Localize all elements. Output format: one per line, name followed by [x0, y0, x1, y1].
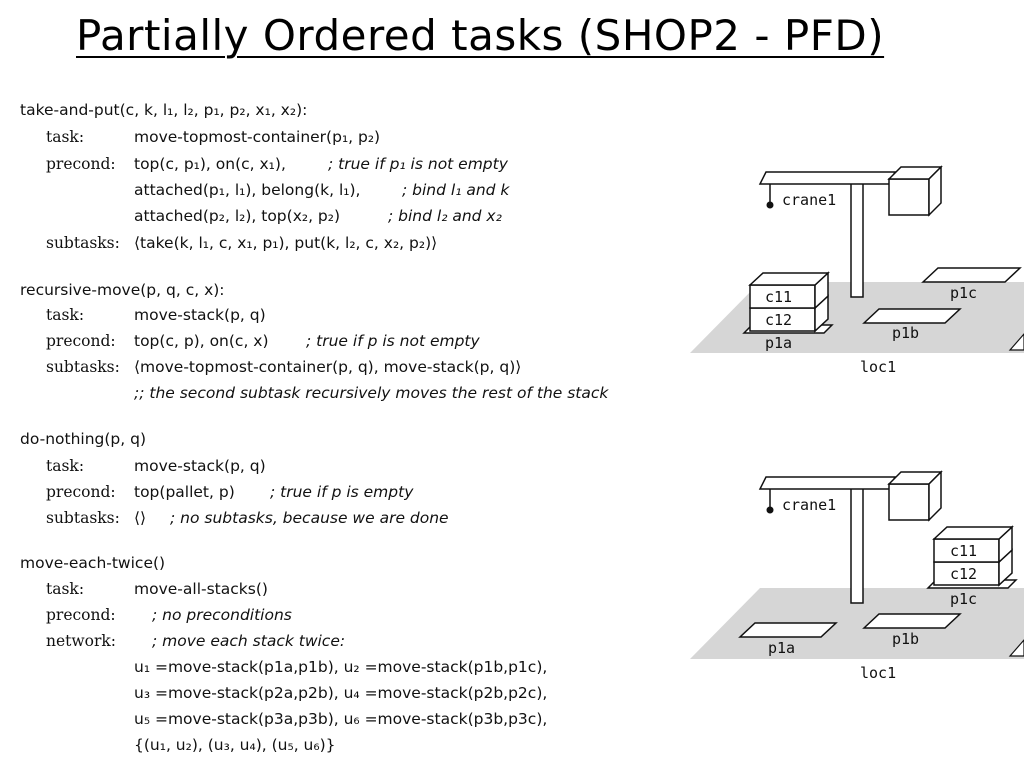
crane-label: crane1 — [782, 496, 836, 514]
field-label: network: — [46, 632, 117, 650]
container-label-c12: c12 — [765, 311, 792, 329]
method-header: take-and-put(c, k, l₁, l₂, p₁, p₂, x₁, x… — [20, 101, 308, 119]
task-value: move-all-stacks() — [134, 580, 268, 598]
pallet-p1b — [862, 308, 962, 324]
crane-hook-icon — [766, 506, 774, 514]
pallet-p1c — [921, 267, 1022, 283]
method-header: recursive-move(p, q, c, x): — [20, 281, 225, 299]
crane-boom — [758, 476, 897, 490]
crane-mast — [850, 484, 864, 604]
field-label: subtasks: — [46, 358, 120, 376]
crane-cab-side — [928, 165, 942, 217]
field-label: task: — [46, 457, 85, 475]
subtasks-comment: ; no subtasks, because we are done — [170, 509, 449, 527]
field-label: precond: — [46, 606, 116, 624]
task-value: move-topmost-container(p₁, p₂) — [134, 128, 381, 146]
precond-comment: ; bind l₂ and x₂ — [388, 207, 502, 225]
pallet-p1a — [738, 622, 838, 638]
method-header: do-nothing(p, q) — [20, 430, 147, 448]
crane-cab — [888, 483, 930, 521]
pallet-label-p1b: p1b — [892, 630, 919, 648]
pallet-label-p1b: p1b — [892, 324, 919, 342]
floor-bottom — [690, 588, 1024, 659]
precond-line: top(c, p₁), on(c, x₁), — [134, 155, 286, 173]
precond-comment: ; true if p is empty — [270, 483, 414, 501]
precond-comment: ; bind l₁ and k — [402, 181, 510, 199]
field-label: precond: — [46, 483, 116, 501]
next-floor-top — [1008, 333, 1024, 351]
crane-hook-icon — [766, 201, 774, 209]
subtasks-value: ⟨⟩ — [134, 509, 147, 527]
container-top-c11 — [932, 526, 1014, 540]
network-line: u₁ =move-stack(p1a,p1b), u₂ =move-stack(… — [134, 658, 548, 676]
crane-cab-side — [928, 470, 942, 522]
crane-label: crane1 — [782, 191, 836, 209]
next-floor-bottom — [1008, 639, 1024, 657]
precond-line: top(pallet, p) — [134, 483, 235, 501]
field-label: precond: — [46, 332, 116, 350]
field-label: task: — [46, 306, 85, 324]
location-label: loc1 — [860, 358, 896, 376]
field-label: task: — [46, 128, 85, 146]
pallet-label-p1c: p1c — [950, 590, 977, 608]
slide-title: Partially Ordered tasks (SHOP2 - PFD) — [76, 11, 885, 60]
method-comment: ;; the second subtask recursively moves … — [134, 384, 609, 402]
method-header: move-each-twice() — [20, 554, 166, 572]
precond-line: attached(p₁, l₁), belong(k, l₁), — [134, 181, 361, 199]
precond-line: top(c, p), on(c, x) — [134, 332, 269, 350]
pallet-label-p1a: p1a — [768, 639, 795, 657]
pallet-p1b — [862, 613, 962, 629]
location-label: loc1 — [860, 664, 896, 682]
precond-comment: ; no preconditions — [152, 606, 292, 624]
field-label: precond: — [46, 155, 116, 173]
network-line: u₅ =move-stack(p3a,p3b), u₆ =move-stack(… — [134, 710, 548, 728]
pallet-label-p1c: p1c — [950, 284, 977, 302]
pallet-label-p1a: p1a — [765, 334, 792, 352]
network-comment: ; move each stack twice: — [152, 632, 346, 650]
container-top-c11 — [748, 272, 830, 286]
subtasks-value: ⟨move-topmost-container(p, q), move-stac… — [134, 358, 522, 376]
precond-comment: ; true if p is not empty — [306, 332, 480, 350]
field-label: subtasks: — [46, 509, 120, 527]
network-line: u₃ =move-stack(p2a,p2b), u₄ =move-stack(… — [134, 684, 548, 702]
precond-comment: ; true if p₁ is not empty — [328, 155, 508, 173]
precond-line: attached(p₂, l₂), top(x₂, p₂) — [134, 207, 341, 225]
network-line: {(u₁, u₂), (u₃, u₄), (u₅, u₆)} — [134, 736, 336, 754]
container-label-c12: c12 — [950, 565, 977, 583]
task-value: move-stack(p, q) — [134, 457, 266, 475]
field-label: task: — [46, 580, 85, 598]
field-label: subtasks: — [46, 234, 120, 252]
container-label-c11: c11 — [950, 542, 977, 560]
container-label-c11: c11 — [765, 288, 792, 306]
subtasks-value: ⟨take(k, l₁, c, x₁, p₁), put(k, l₂, c, x… — [134, 234, 438, 252]
task-value: move-stack(p, q) — [134, 306, 266, 324]
